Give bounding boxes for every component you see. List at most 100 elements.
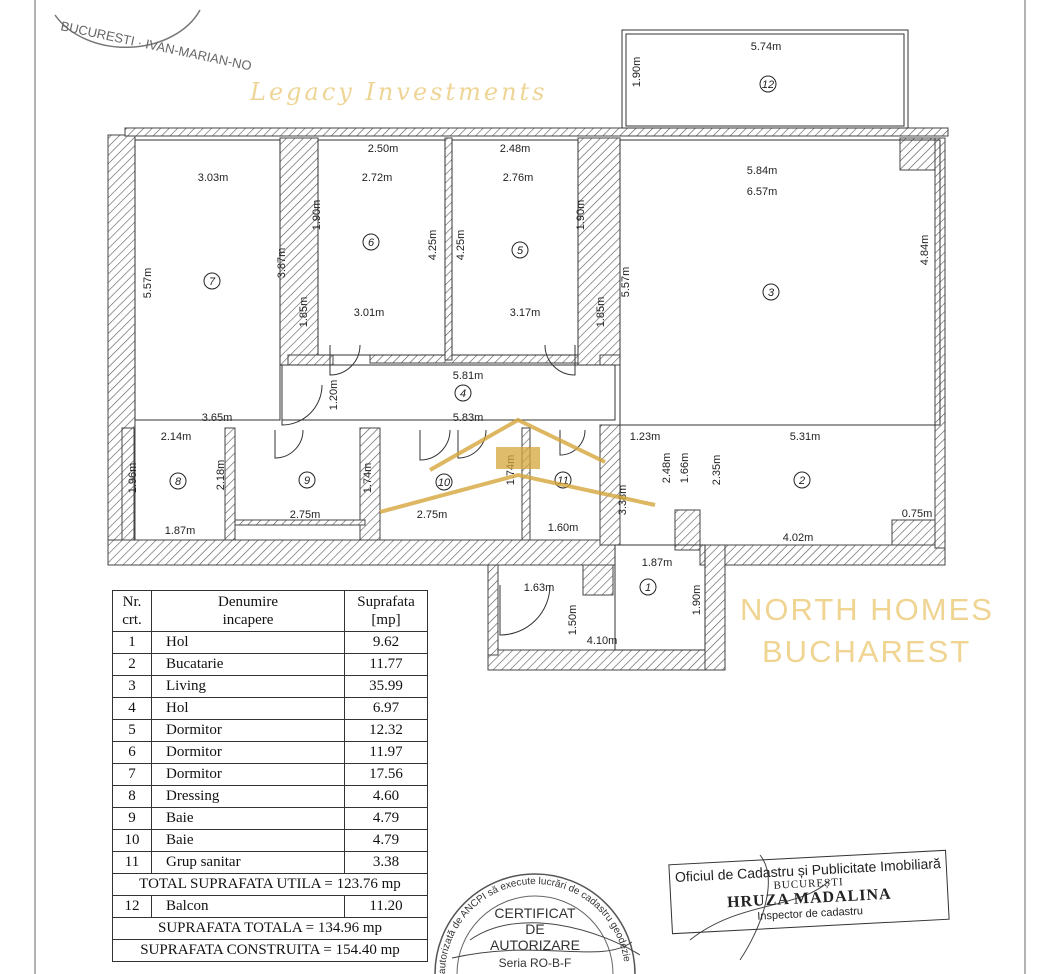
door-swing bbox=[274, 429, 304, 459]
dimension-label: 1.87m bbox=[642, 557, 673, 569]
plan-lines bbox=[134, 29, 941, 651]
stamp-outer-ring bbox=[434, 873, 636, 974]
wall bbox=[224, 427, 236, 541]
row-nr: 7 bbox=[112, 763, 152, 786]
dimension-label: 2.14m bbox=[161, 431, 192, 443]
dimension-label: 2.75m bbox=[417, 509, 448, 521]
wall bbox=[487, 564, 499, 656]
room-circle bbox=[169, 472, 187, 490]
outline bbox=[625, 33, 905, 127]
wall bbox=[359, 427, 381, 541]
room-number-label: 7 bbox=[209, 276, 216, 288]
room-number-label: 9 bbox=[304, 475, 310, 487]
dimension-label: 2.48m bbox=[661, 453, 673, 484]
wall bbox=[704, 544, 726, 671]
room-number-5: 5 bbox=[511, 241, 529, 259]
room-number-label: 11 bbox=[557, 475, 568, 487]
row-area: 6.97 bbox=[344, 697, 428, 720]
dimension-label: 0.75m bbox=[902, 508, 933, 520]
room-number-12: 12 bbox=[759, 75, 777, 93]
certificate-stamp: autorizată de ANCPI să execute lucrări d… bbox=[434, 873, 641, 974]
room-number-label: 3 bbox=[768, 287, 775, 299]
room-circle bbox=[362, 233, 380, 251]
door-swing bbox=[499, 584, 551, 636]
row-name: Dormitor bbox=[151, 763, 345, 786]
dimension-label: 1.90m bbox=[631, 57, 643, 88]
room-number-label: 8 bbox=[175, 476, 182, 488]
room-circle bbox=[203, 272, 221, 290]
row-name: Dormitor bbox=[151, 741, 345, 764]
dimension-label: 5.81m bbox=[453, 370, 484, 382]
wall bbox=[521, 427, 531, 541]
room-number-9: 9 bbox=[298, 471, 316, 489]
room-number-label: 12 bbox=[762, 79, 774, 91]
wall bbox=[121, 427, 135, 541]
row-name: Baie bbox=[151, 829, 345, 852]
walls bbox=[107, 127, 949, 671]
row-nr: 4 bbox=[112, 697, 152, 720]
room-circle bbox=[511, 241, 529, 259]
construita-row: SUPRAFATA CONSTRUITA = 154.40 mp bbox=[112, 939, 428, 962]
row-area: 11.77 bbox=[344, 653, 428, 676]
stamp-line: AUTORIZARE bbox=[490, 937, 580, 953]
dimension-label: 1.60m bbox=[548, 522, 579, 534]
row-area: 12.32 bbox=[344, 719, 428, 742]
door-swing bbox=[329, 344, 361, 376]
dimension-label: 4.25m bbox=[455, 230, 467, 261]
room-number-8: 8 bbox=[169, 472, 187, 490]
dimension-label: 5.83m bbox=[453, 412, 484, 424]
wall bbox=[107, 539, 616, 566]
row-area: 4.79 bbox=[344, 807, 428, 830]
wall bbox=[444, 137, 453, 361]
dimension-label: 1.96m bbox=[127, 463, 139, 494]
table-row: 12 Balcon 11.20 bbox=[112, 895, 428, 918]
dimension-label: 4.84m bbox=[919, 235, 931, 266]
room-number-2: 2 bbox=[793, 471, 811, 489]
room-circle bbox=[639, 578, 657, 596]
legacy-logo bbox=[379, 417, 656, 514]
door-swing bbox=[457, 429, 487, 459]
dimension-label: 1.50m bbox=[567, 605, 579, 636]
dimension-label: 1.66m bbox=[679, 453, 691, 484]
dimension-label: 5.74m bbox=[751, 41, 782, 53]
room-circle bbox=[454, 384, 472, 402]
dimension-label: 4.25m bbox=[427, 230, 439, 261]
wall bbox=[599, 354, 621, 366]
outline bbox=[134, 139, 281, 421]
top-left-stamp: BUCURESTI · IVAN-MARIAN-NO bbox=[54, 9, 253, 73]
dimension-label: 1.90m bbox=[691, 585, 703, 616]
dimension-label: 1.90m bbox=[575, 200, 587, 231]
wall bbox=[124, 127, 949, 137]
dimension-label: 4.02m bbox=[783, 532, 814, 544]
room-number-label: 10 bbox=[438, 477, 451, 489]
outline bbox=[621, 29, 909, 129]
watermark-script: Legacy Investments bbox=[250, 78, 548, 106]
row-nr: 11 bbox=[112, 851, 152, 874]
row-name: Grup sanitar bbox=[151, 851, 345, 874]
stamp-text: BUCURESTI · IVAN-MARIAN-NO bbox=[59, 18, 253, 73]
wall bbox=[487, 649, 726, 671]
dimension-label: 3.03m bbox=[198, 172, 229, 184]
total-row: SUPRAFATA TOTALA = 134.96 mp bbox=[112, 917, 428, 940]
row-nr: 9 bbox=[112, 807, 152, 830]
row-name: Dormitor bbox=[151, 719, 345, 742]
dimension-label: 4.10m bbox=[587, 635, 618, 647]
wall bbox=[699, 544, 946, 566]
row-area: 3.38 bbox=[344, 851, 428, 874]
wall bbox=[899, 137, 941, 171]
room-number-4: 4 bbox=[454, 384, 472, 402]
dimension-label: 3.17m bbox=[510, 307, 541, 319]
dimension-label: 3.87m bbox=[276, 248, 288, 279]
dimension-label: 1.20m bbox=[328, 380, 340, 411]
room-number-3: 3 bbox=[762, 283, 780, 301]
row-name: Hol bbox=[151, 697, 345, 720]
dimension-label: 1.74m bbox=[362, 463, 374, 494]
dimension-label: 2.18m bbox=[215, 460, 227, 491]
